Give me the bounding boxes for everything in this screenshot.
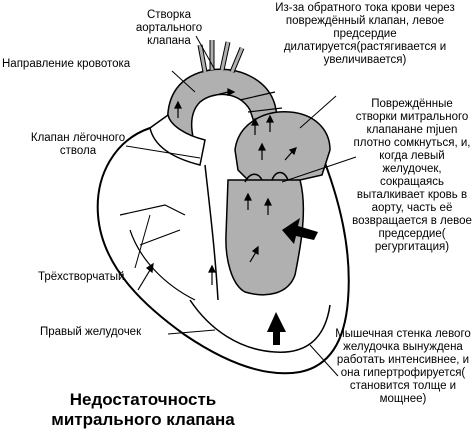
heart-outline — [96, 119, 350, 375]
right-inner-wall — [129, 229, 196, 301]
pulmonary-trunk — [149, 113, 206, 166]
label-tricuspid: Трёхстворчатый — [38, 271, 125, 283]
septum — [204, 164, 219, 301]
label-right-ventricle: Правый желудочек — [40, 326, 142, 338]
diagram-title: Недостаточность митрального клапана — [51, 390, 235, 429]
label-aortic-valve: Створка аортального клапана — [135, 9, 203, 47]
leader-lines — [125, 35, 357, 377]
label-damaged-mitral: Повреждённые створки митрального клапана… — [352, 98, 472, 253]
label-pulmonary-valve: Клапан лёгочного ствола — [30, 132, 126, 157]
left-ventricle — [225, 179, 305, 296]
flow-arrows — [137, 88, 297, 291]
label-backflow: Из-за обратного тока крови через поврежд… — [275, 2, 455, 66]
big-arrow-apex — [267, 312, 286, 345]
label-flow-direction: Направление кровотока — [2, 58, 131, 70]
tricuspid-struct — [119, 204, 186, 246]
big-arrow-lv — [282, 218, 318, 244]
mitral-leaflets — [244, 171, 289, 183]
label-muscle-wall: Мышечная стенка левого желудочка вынужде… — [335, 328, 471, 405]
apex-line — [189, 299, 331, 353]
left-atrium — [234, 111, 331, 183]
